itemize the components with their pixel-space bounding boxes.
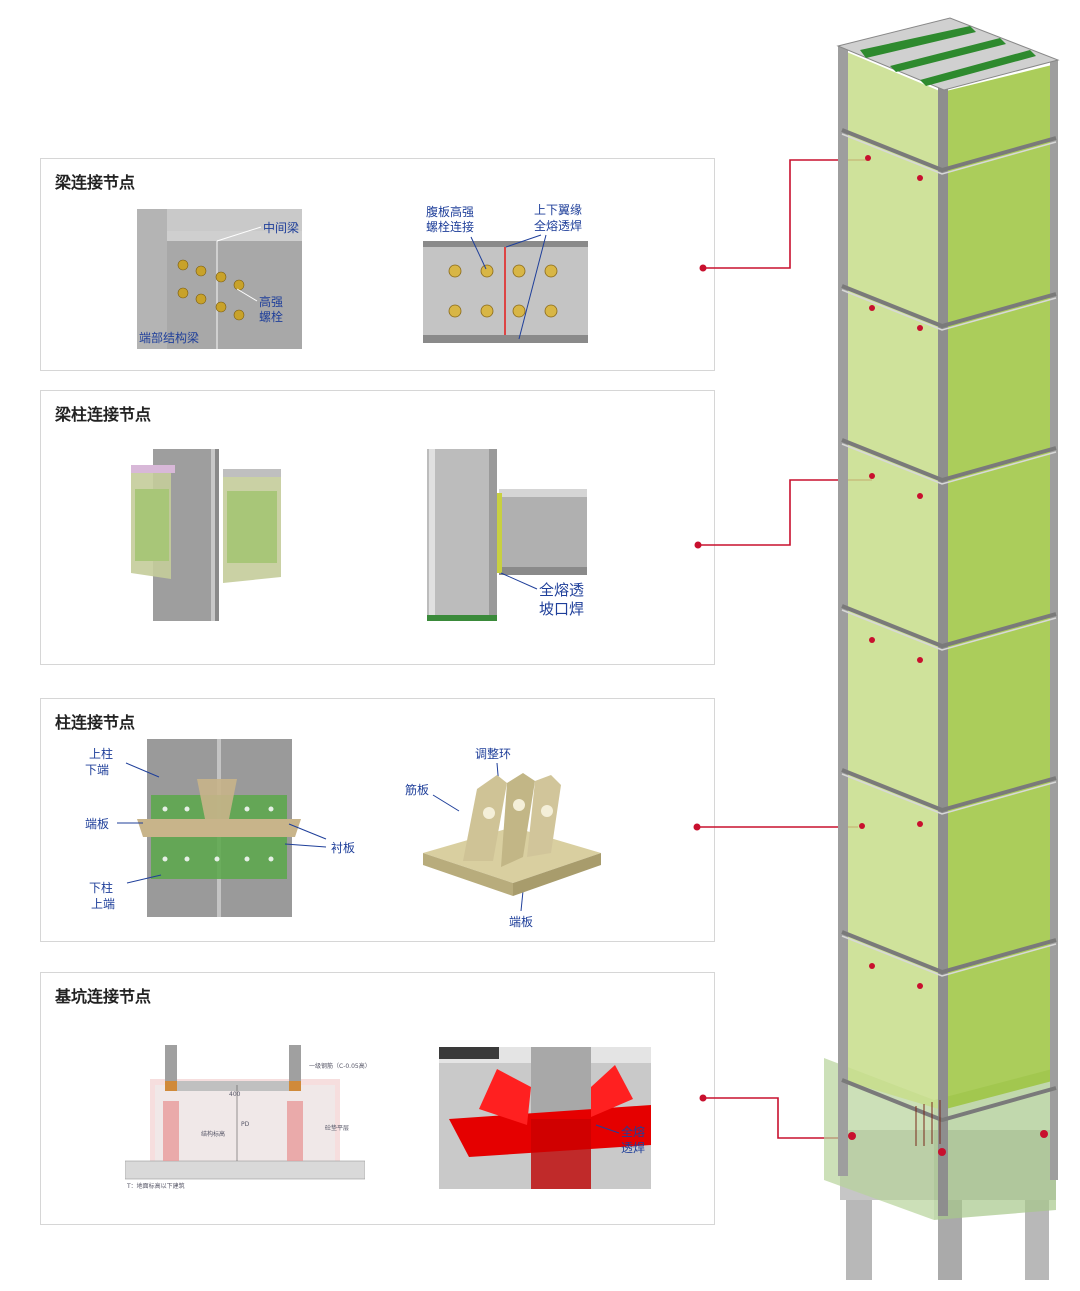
panel-pit-connection: 基坑连接节点 一级钢筋（C-0.05高） 400 PD 结构标高 砼垫平层 T：… bbox=[40, 972, 715, 1225]
label-flange-1: 上下翼缘 bbox=[534, 203, 583, 217]
label-rebar-note: 一级钢筋（C-0.05高） bbox=[309, 1063, 371, 1070]
panel-column-connection: 柱连接节点 上柱 下端 端板 下柱 上端 衬板 调整环 筋板 端板 bbox=[40, 698, 715, 942]
adjust-ring-figure bbox=[423, 773, 601, 896]
label-full-weld-2: 透焊 bbox=[621, 1141, 646, 1155]
label-web-bolt-2: 螺栓连接 bbox=[426, 220, 475, 234]
panel-title: 梁连接节点 bbox=[55, 173, 136, 192]
panel-beam-column-connection: 梁柱连接节点 全熔透 坡口焊 bbox=[40, 390, 715, 665]
label-rib-plate: 筋板 bbox=[405, 783, 430, 797]
panel-beam-connection: 梁连接节点 中间梁 高强 螺栓 端部结构梁 腹板高强 螺栓连接 上下翼缘 全熔透… bbox=[40, 158, 715, 371]
label-upper-column-2: 下端 bbox=[85, 763, 110, 777]
label-web-bolt-1: 腹板高强 bbox=[426, 205, 475, 219]
elevator-shaft-tower bbox=[824, 17, 1060, 1280]
pit-section-figure bbox=[125, 1045, 365, 1180]
label-end-beam: 端部结构梁 bbox=[139, 331, 200, 345]
pit-weld-figure bbox=[439, 1047, 651, 1189]
label-bolt: 螺栓 bbox=[259, 310, 284, 324]
label-cushion-layer: 砼垫平层 bbox=[325, 1125, 350, 1132]
label-end-plate-2: 端板 bbox=[509, 915, 534, 929]
label-adjust-ring: 调整环 bbox=[475, 747, 512, 761]
label-structure-level: 结构标高 bbox=[201, 1131, 226, 1138]
panel-title: 梁柱连接节点 bbox=[55, 405, 152, 424]
label-ground-note: T：地面标高以下建筑 bbox=[127, 1183, 185, 1190]
label-end-plate: 端板 bbox=[85, 817, 110, 831]
label-dim-400: 400 bbox=[229, 1091, 241, 1098]
label-groove-weld: 坡口焊 bbox=[539, 600, 585, 618]
label-dim-pd: PD bbox=[241, 1121, 250, 1128]
beam-column-weld-figure bbox=[427, 449, 587, 621]
label-lower-column-1: 下柱 bbox=[89, 881, 114, 895]
label-flange-2: 全熔透焊 bbox=[534, 219, 583, 233]
label-middle-beam: 中间梁 bbox=[263, 221, 300, 235]
panel-title: 基坑连接节点 bbox=[55, 987, 152, 1006]
label-upper-column-1: 上柱 bbox=[89, 747, 114, 761]
label-lower-column-2: 上端 bbox=[91, 897, 116, 911]
web-bolt-figure bbox=[423, 241, 588, 343]
beam-bolt-figure bbox=[137, 209, 302, 349]
beam-column-3d-figure bbox=[131, 449, 281, 621]
label-high-strength: 高强 bbox=[259, 295, 284, 309]
label-full-penetration: 全熔透 bbox=[539, 581, 585, 599]
column-splice-figure bbox=[137, 739, 301, 917]
label-backing-plate: 衬板 bbox=[331, 841, 356, 855]
label-full-weld-1: 全熔 bbox=[621, 1125, 646, 1139]
panel-title: 柱连接节点 bbox=[55, 713, 136, 732]
